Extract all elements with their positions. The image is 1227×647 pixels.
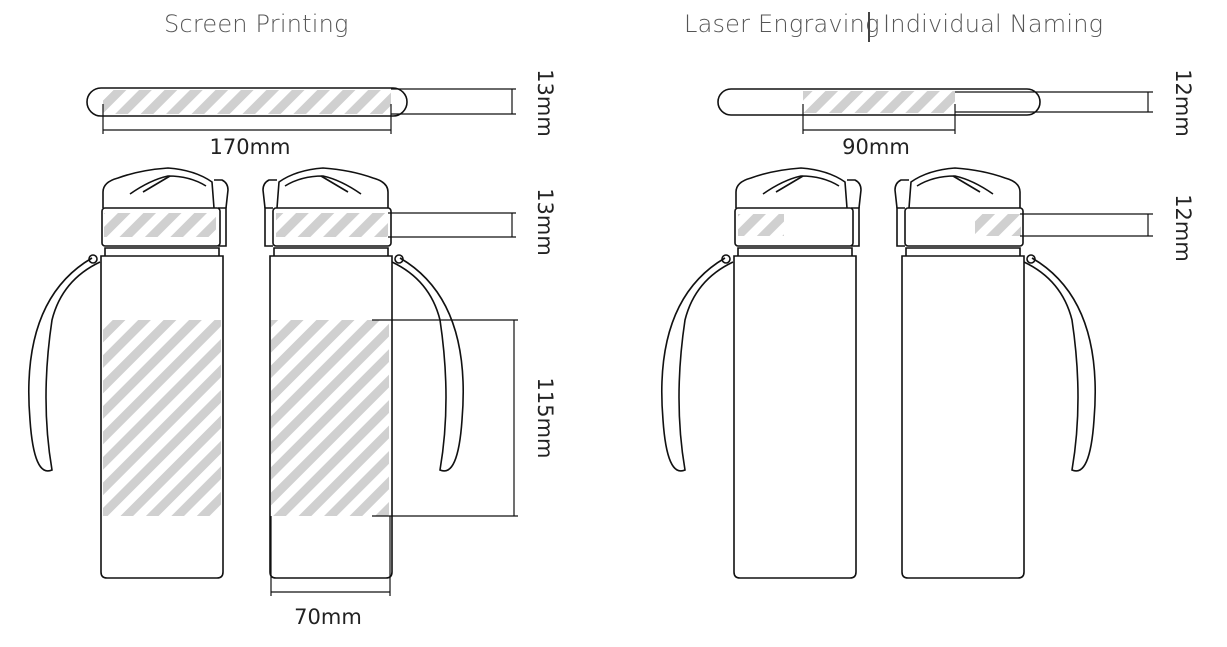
sp-body-height-dimension (372, 319, 518, 517)
heading-screen-printing: Screen Printing (164, 10, 349, 38)
heading-separator (868, 12, 870, 42)
sp-body-print-area-left (103, 320, 221, 516)
sp-body-print-area-right (271, 320, 389, 516)
le-cap-height-dimension (1020, 213, 1153, 237)
sp-cap-print-area-left (104, 213, 216, 237)
heading-laser-engraving: Laser Engraving (684, 10, 880, 38)
le-wrap-height-dimension (955, 91, 1153, 113)
le-cap-engrave-area-left (738, 214, 784, 236)
sp-cap-height-dimension (388, 212, 516, 238)
le-cap-engrave-area-right (975, 214, 1021, 236)
sp-wrap-height-dimension (391, 88, 516, 115)
sp-body-width-dimension (270, 516, 391, 596)
sp-wrap-strip (86, 87, 408, 117)
le-bottle-right (894, 167, 1096, 579)
sp-wrap-height-label: 13mm (533, 69, 557, 137)
sp-wrap-width-label: 170mm (210, 135, 291, 159)
sp-body-height-label: 115mm (533, 378, 557, 459)
le-bottle-left (661, 167, 862, 579)
sp-cap-height-label: 13mm (533, 188, 557, 256)
sp-wrap-width-dimension (102, 104, 392, 134)
sp-body-width-label: 70mm (294, 605, 362, 629)
le-wrap-height-label: 12mm (1171, 69, 1195, 137)
le-cap-height-label: 12mm (1171, 194, 1195, 262)
le-wrap-width-label: 90mm (842, 135, 910, 159)
le-wrap-width-dimension (802, 104, 956, 134)
sp-cap-print-area-right (276, 213, 388, 237)
sp-bottle-right (262, 167, 464, 579)
sp-bottle-left (28, 167, 229, 579)
le-wrap-strip (717, 88, 1041, 116)
heading-individual-naming: Individual Naming (883, 10, 1104, 38)
